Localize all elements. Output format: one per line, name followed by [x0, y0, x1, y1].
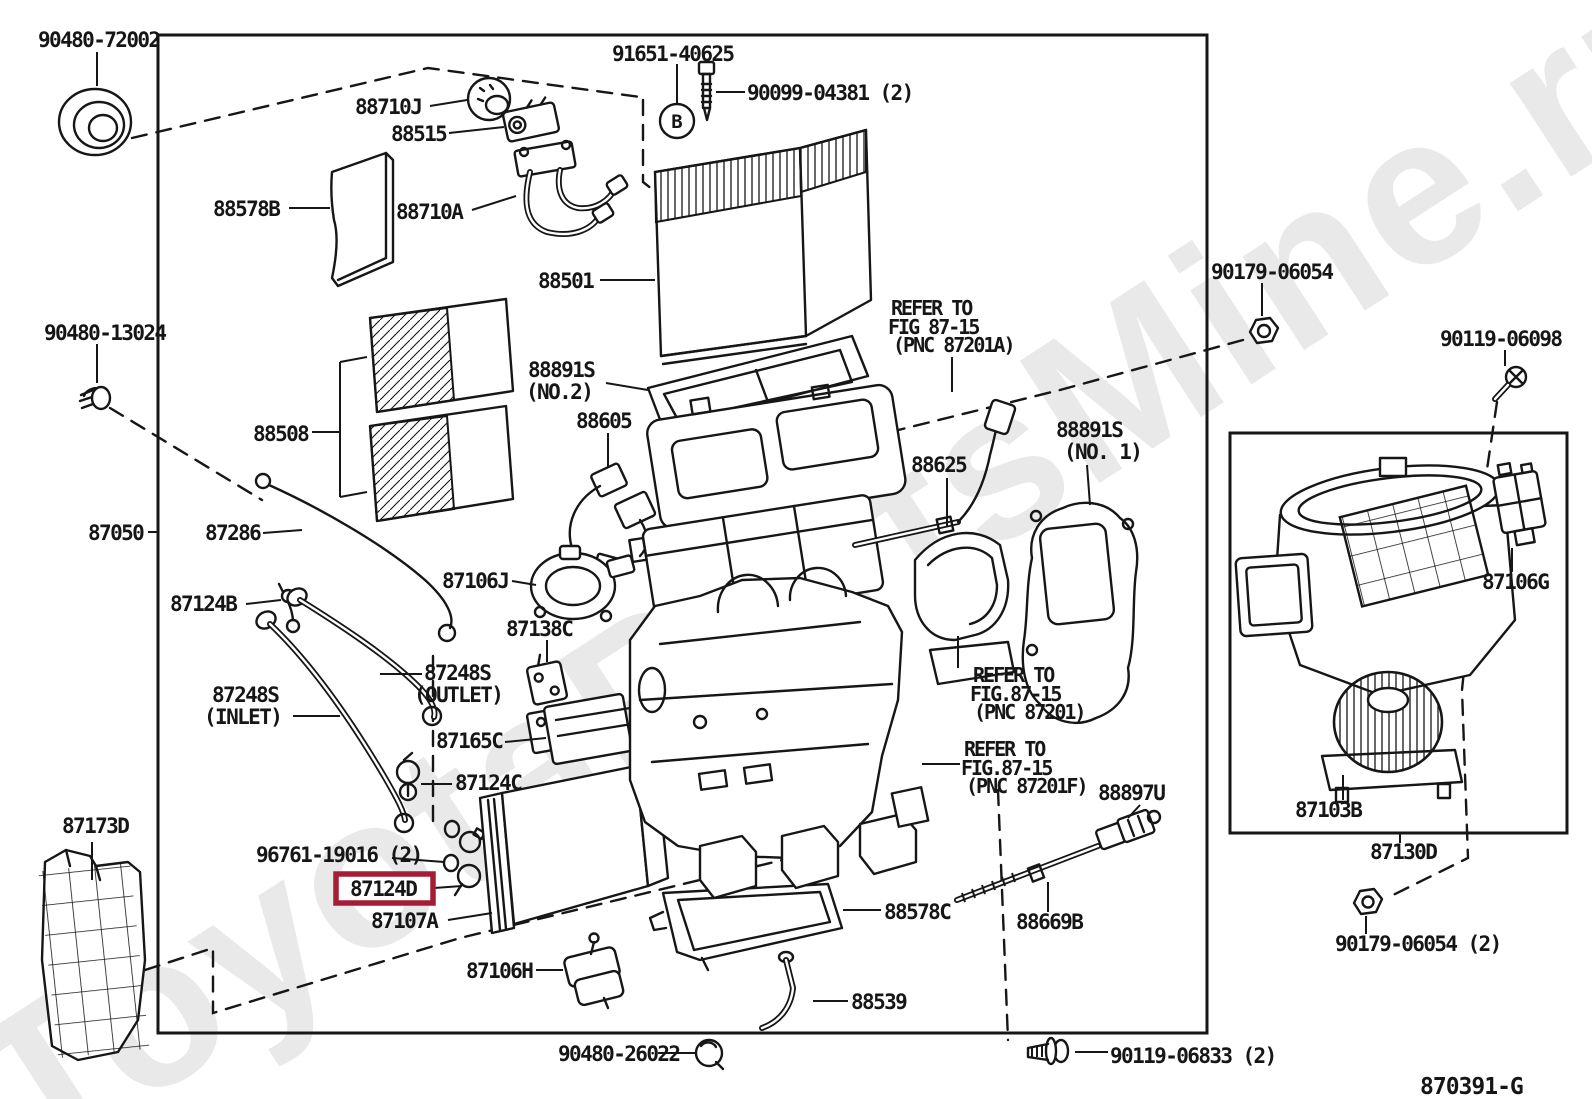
part-label-96761-19016: 96761-19016 (2) [256, 843, 422, 867]
part-label-87103B: 87103B [1295, 798, 1362, 822]
clamp-87124C [395, 751, 421, 802]
pipe-88710A [513, 139, 629, 237]
heater-housing-assembly [628, 383, 918, 900]
part-labels: 90480-72002 90480-13024 87050 87173D 885… [38, 28, 1564, 1099]
orings-and-grommets [442, 819, 487, 897]
part-label-88539: 88539 [851, 990, 907, 1014]
pipe-87248S-inlet [255, 610, 415, 834]
wire-87286 [254, 472, 457, 643]
valve-88515 [501, 96, 561, 143]
refer-note-1-line3: (PNC 87201A) [893, 333, 1014, 357]
part-label-88578C: 88578C [884, 900, 951, 924]
filters-88508 [312, 297, 515, 523]
part-label-88501: 88501 [538, 269, 594, 293]
part-label-87248S-outlet-sub: (OUTLET) [414, 683, 502, 707]
blower-assembly-87130D [1234, 456, 1517, 804]
part-label-88605: 88605 [576, 409, 632, 433]
part-label-87107A: 87107A [371, 909, 439, 933]
part-label-88897U: 88897U [1098, 781, 1165, 805]
part-label-90480-26022: 90480-26022 [558, 1042, 679, 1066]
highlighted-part-87124D[interactable]: 87124D [333, 871, 436, 906]
servo-87106H [563, 932, 625, 1010]
part-label-88515: 88515 [391, 122, 447, 146]
grommet-90480-72002 [57, 87, 133, 157]
part-label-87124C: 87124C [455, 771, 522, 795]
stud-88669B [954, 843, 1101, 903]
resistor-87106G [1492, 461, 1547, 547]
part-label-87165C: 87165C [436, 729, 503, 753]
part-label-87106G: 87106G [1482, 570, 1549, 594]
part-label-87248S-outlet: 87248S [424, 661, 491, 685]
refer-note-3-line1: REFER TO [964, 737, 1046, 761]
part-label-90179-06054-2: 90179-06054 (2) [1335, 932, 1501, 956]
refer-note-2-line3: (PNC 87201) [974, 700, 1084, 724]
refer-note-3-line3: (PNC 87201F) [966, 774, 1087, 798]
shield-87173D [38, 848, 150, 1062]
cap-88710J [466, 76, 512, 122]
part-label-88710J: 88710J [355, 95, 421, 119]
part-label-90480-72002: 90480-72002 [38, 28, 159, 52]
part-label-87248S-inlet: 87248S [212, 683, 279, 707]
refer-note-1-line2: FIG 87-15 [888, 315, 979, 339]
drain-hose-88539 [759, 950, 797, 1031]
part-label-88578B: 88578B [213, 197, 280, 221]
nut-90179-06054-bottom [1352, 887, 1384, 916]
part-label-87106J: 87106J [442, 569, 508, 593]
bracket-87138C [525, 653, 569, 706]
part-label-88891S-no1-sub: (NO. 1) [1064, 440, 1141, 464]
part-label-87106H: 87106H [466, 959, 533, 983]
main-diagram-border [156, 33, 1209, 1035]
grommet-90480-26022 [694, 1038, 725, 1071]
part-label-87124D[interactable]: 87124D [350, 877, 419, 901]
part-label-90480-13024: 90480-13024 [44, 321, 166, 345]
part-label-88625: 88625 [911, 453, 967, 477]
part-label-90099-04381: 90099-04381 (2) [747, 81, 913, 105]
part-label-87124B: 87124B [170, 592, 237, 616]
part-label-87248S-inlet-sub: (INLET) [204, 705, 281, 729]
screw-90099-04381 [697, 60, 716, 122]
part-label-90119-06833: 90119-06833 (2) [1110, 1044, 1276, 1068]
pipe-87248S-outlet [286, 587, 443, 727]
nut-90179-06054-top [1248, 316, 1280, 345]
part-label-88891S-no2: 88891S [528, 358, 595, 382]
part-label-88508: 88508 [253, 422, 309, 446]
coupler-88897U [1095, 808, 1162, 851]
refer-note-2-line2: FIG.87-15 [970, 682, 1061, 706]
figure-code: 870391-G [1420, 1074, 1523, 1099]
part-label-90179-06054: 90179-06054 [1211, 260, 1333, 284]
part-label-88891S-no2-sub: (NO.2) [526, 380, 592, 404]
servo-87106J [529, 544, 636, 623]
part-label-91651-40625: 91651-40625 [612, 42, 734, 66]
refer-note-1-line1: REFER TO [891, 296, 973, 320]
callout-b-circle: B [658, 102, 696, 140]
gasket-88891S-no1 [1021, 501, 1139, 725]
refer-note-2-line1: REFER TO [973, 663, 1055, 687]
filter-88578B [330, 151, 395, 288]
part-label-87173D: 87173D [62, 814, 129, 838]
thermistor-88625 [852, 398, 1017, 548]
callout-b-letter: B [671, 111, 682, 133]
part-label-88710A: 88710A [396, 200, 464, 224]
part-label-87050: 87050 [88, 521, 144, 545]
resistor-87165C [525, 692, 634, 766]
part-label-87286: 87286 [205, 521, 261, 545]
evaporator-88501 [653, 128, 873, 366]
screw-90119-06098 [1492, 365, 1528, 402]
blower-sub-border [1228, 431, 1569, 835]
bolt-90480-13024 [78, 385, 112, 411]
leader-lines [91, 52, 1513, 1054]
part-label-88669B: 88669B [1016, 910, 1083, 934]
part-label-90119-06098: 90119-06098 [1440, 327, 1562, 351]
drain-tray-88578C [648, 882, 844, 972]
bracket-87201-foam [890, 531, 1016, 828]
bolt-90119-06833 [1026, 1036, 1070, 1066]
part-label-87138C: 87138C [506, 617, 573, 641]
refer-note-3-line2: FIG.87-15 [961, 756, 1052, 780]
part-label-88891S-no1: 88891S [1056, 418, 1123, 442]
part-label-87130D: 87130D [1370, 840, 1437, 864]
highlight-box [333, 871, 436, 906]
tray-88891S-no2 [646, 334, 870, 432]
